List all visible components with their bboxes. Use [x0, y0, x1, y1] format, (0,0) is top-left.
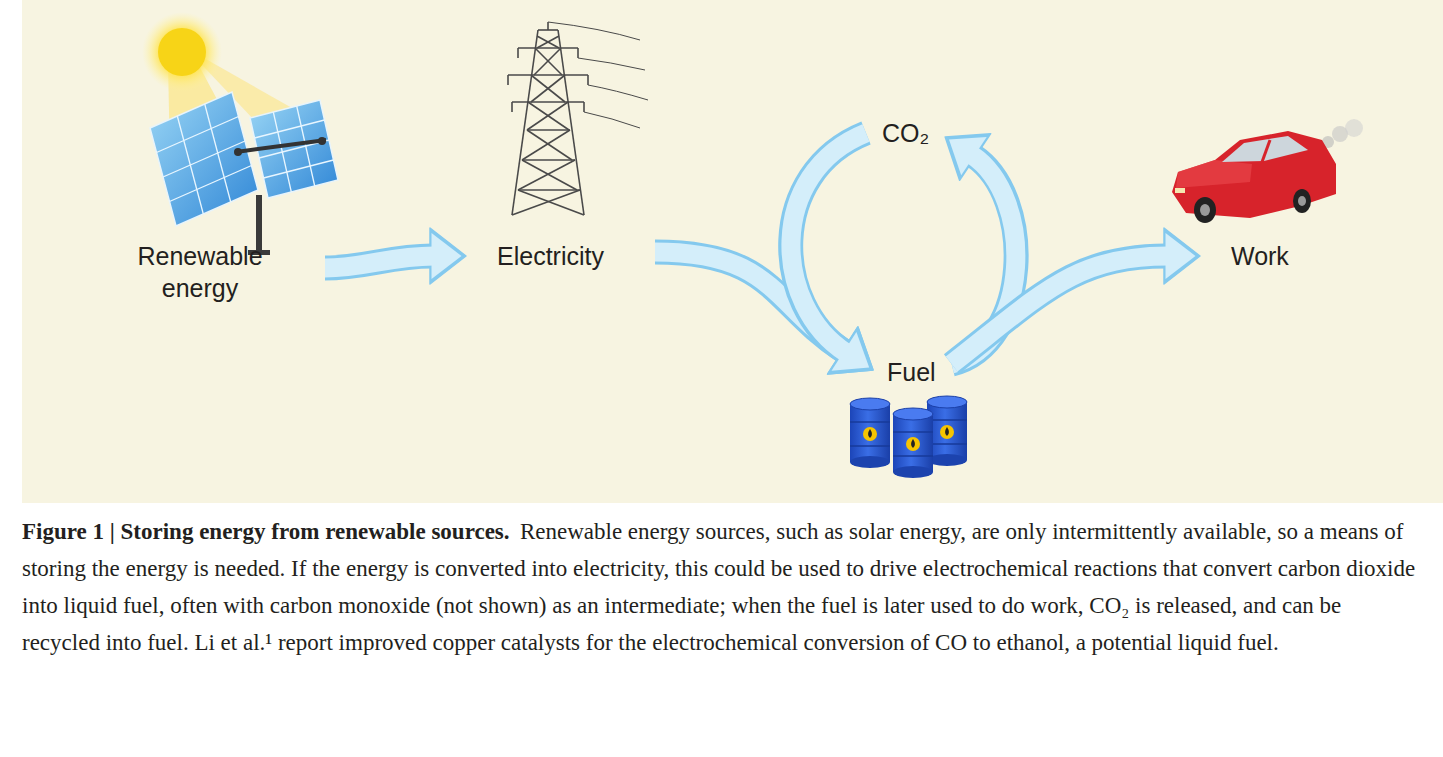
- node-text: CO₂: [882, 117, 929, 149]
- figure-title: Figure 1 | Storing energy from renewable…: [22, 519, 510, 544]
- molecule-label: CO₂: [876, 113, 935, 153]
- stage-label: Electricity: [491, 236, 610, 276]
- caption-block: Figure 1 | Storing energy from renewable…: [22, 513, 1422, 661]
- barrel-icon: [850, 396, 967, 478]
- node-text: Fuel: [887, 356, 936, 388]
- node-text: Electricity: [497, 240, 604, 272]
- product-label: Fuel: [881, 352, 942, 392]
- source-label: Renewable energy: [115, 236, 285, 308]
- node-text: Work: [1231, 240, 1289, 272]
- node-text: Renewable energy: [121, 240, 279, 304]
- car-icon: [1172, 119, 1363, 223]
- flow-arrow: [791, 133, 873, 374]
- flow-arrow: [952, 228, 1200, 364]
- flow-arrow: [325, 228, 466, 284]
- output-label: Work: [1225, 236, 1295, 276]
- pylon-icon: [508, 22, 648, 215]
- solar-panel-icon: [150, 92, 338, 255]
